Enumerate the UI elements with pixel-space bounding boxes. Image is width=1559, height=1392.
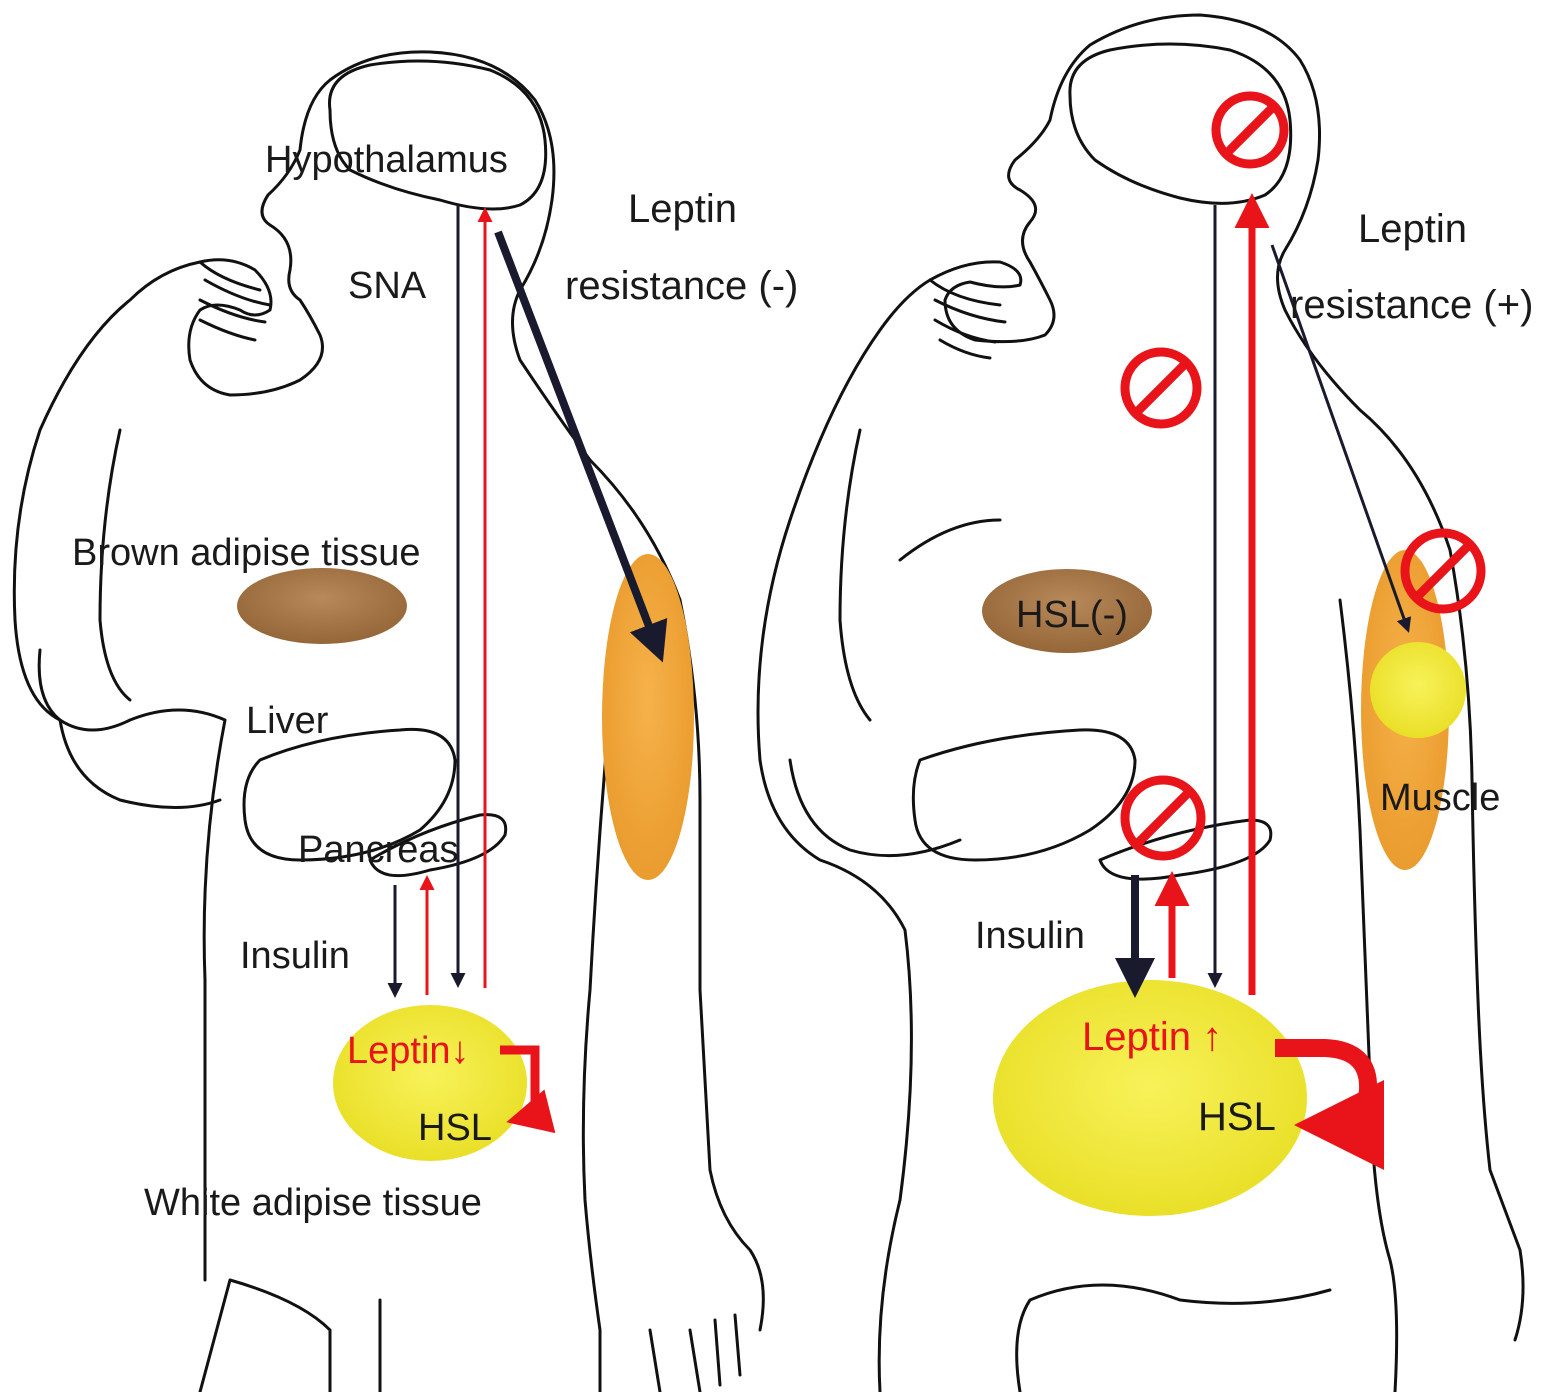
right-muscle-fat — [1370, 642, 1466, 738]
left-panel: Hypothalamus SNA Leptin resistance (-) B… — [14, 52, 798, 1392]
block-icon-neck — [1125, 352, 1197, 424]
right-insulin-label: Insulin — [975, 915, 1085, 957]
right-leptin-label: Leptin ↑ — [1082, 1015, 1222, 1059]
right-hsl-label: HSL — [1198, 1095, 1276, 1139]
block-icon-pancreas — [1125, 780, 1201, 856]
left-insulin-label: Insulin — [240, 935, 350, 977]
right-panel: Leptin resistance (+) HSL(-) Muscle Insu… — [758, 15, 1533, 1392]
left-white-adipose-label: White adipise tissue — [144, 1182, 482, 1224]
left-brown-adipose-label: Brown adipise tissue — [72, 532, 421, 574]
right-brown-hsl-label: HSL(-) — [1016, 594, 1128, 636]
left-leptin-status-line1: Leptin — [628, 187, 737, 231]
left-hsl-label: HSL — [418, 1107, 492, 1149]
left-brain — [330, 61, 546, 209]
left-brown-adipose — [237, 568, 407, 644]
left-muscle — [602, 554, 694, 880]
left-pancreas-label: Pancreas — [298, 829, 459, 871]
right-arm-inner — [790, 430, 1000, 856]
block-icon-brain — [1216, 96, 1284, 164]
right-hand-outline — [930, 280, 1005, 358]
left-liver-label: Liver — [246, 700, 329, 742]
left-leptin-status-line2: resistance (-) — [565, 264, 798, 308]
left-leptin-label: Leptin↓ — [347, 1030, 470, 1072]
right-liver — [913, 730, 1135, 860]
left-sna-label: SNA — [348, 265, 427, 307]
right-leptin-status-line2: resistance (+) — [1290, 283, 1533, 327]
right-muscle-label: Muscle — [1380, 777, 1500, 819]
left-arm-inner — [39, 430, 220, 808]
left-hypothalamus-label: Hypothalamus — [265, 139, 508, 181]
right-leptin-status-line1: Leptin — [1358, 207, 1467, 251]
